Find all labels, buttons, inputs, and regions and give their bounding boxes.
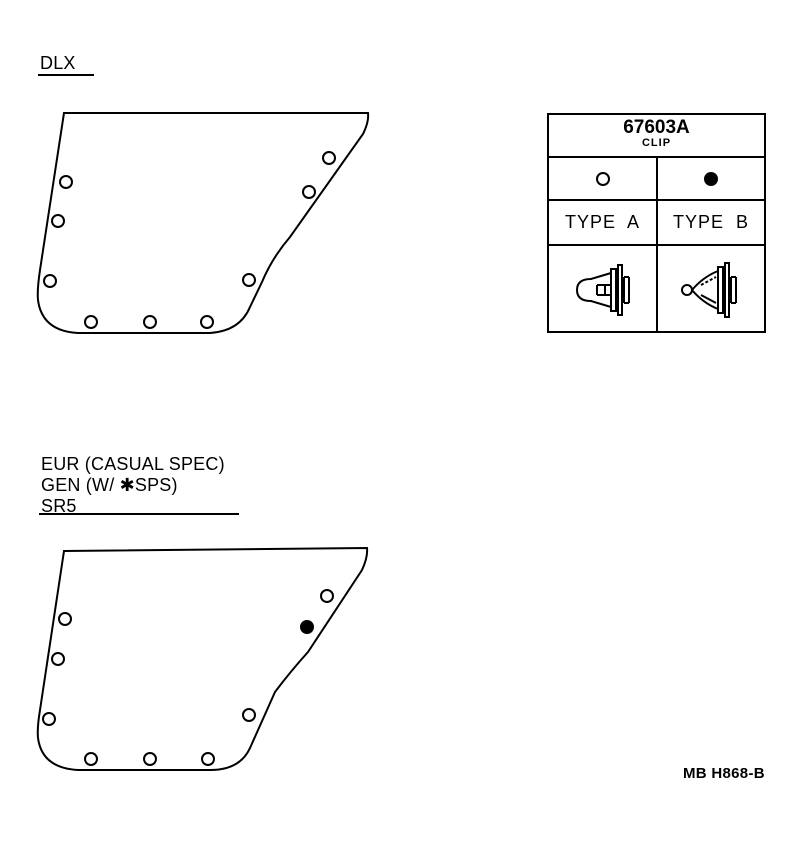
section-label-gen: GEN (W/ ✱SPS) [41,475,178,495]
type-a-label: TYPE A [549,201,658,244]
clip-type-a-marker [242,708,256,722]
section-label-dlx: DLX [40,53,76,73]
legend-type-row: TYPE A TYPE B [549,201,764,246]
clip-type-a-marker [322,151,336,165]
legend-drawing-row [549,246,764,333]
clip-type-a-marker [58,612,72,626]
clip-type-b-icon [681,261,737,318]
clip-type-a-marker [320,589,334,603]
legend-symbol-type-b [658,158,764,199]
legend-header-row: 67603A CLIP [549,115,764,158]
clip-type-a-marker [143,752,157,766]
section-label-underline [38,74,94,76]
clip-type-a-marker [43,274,57,288]
open-circle-icon [595,171,610,186]
clip-type-a-drawing [549,246,658,333]
clip-type-a-marker [59,175,73,189]
clip-type-b-marker [300,620,314,634]
legend-symbol-type-a [549,158,658,199]
clip-type-a-marker [51,214,65,228]
clip-type-a-marker [42,712,56,726]
clip-type-a-marker [143,315,157,329]
clip-type-a-icon [575,263,630,316]
filled-circle-icon [704,171,718,186]
clip-legend-table: 67603A CLIP TYPE A TYPE B [547,113,766,333]
section-label-eur: EUR (CASUAL SPEC) [41,454,225,474]
clip-type-a-marker [200,315,214,329]
clip-type-b-drawing [658,246,764,333]
clip-type-a-marker [51,652,65,666]
clip-type-a-marker [201,752,215,766]
clip-type-a-marker [302,185,316,199]
type-b-label: TYPE B [672,212,750,232]
legend-symbol-row [549,158,764,201]
clip-type-a-marker [84,315,98,329]
part-name: CLIP [641,137,672,149]
clip-type-a-marker [242,273,256,287]
section-label-underline [39,513,239,515]
part-number: 67603A [623,117,690,138]
section-label-sr5: SR5 [41,496,77,516]
clip-type-a-marker [84,752,98,766]
figure-code: MB H868-B [683,765,765,782]
